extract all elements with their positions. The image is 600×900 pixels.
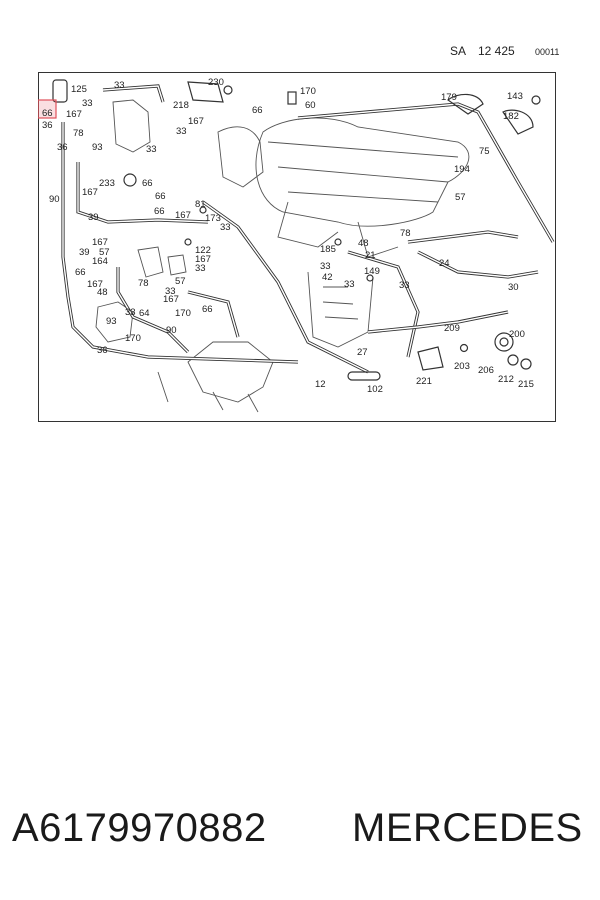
callout-label: 81 — [195, 199, 206, 210]
callout-label: 143 — [507, 91, 523, 102]
callout-label: 233 — [99, 178, 115, 189]
callout-label: 39 — [88, 212, 99, 223]
callout-label: 93 — [106, 316, 117, 327]
part-number: A6179970882 — [12, 806, 267, 850]
callout-label: 179 — [441, 92, 457, 103]
callout-label: 27 — [357, 347, 368, 358]
callout-label: 200 — [509, 329, 525, 340]
callout-label: 212 — [498, 374, 514, 385]
callout-label: 64 — [139, 308, 150, 319]
callout-label: 66 — [142, 178, 153, 189]
callout-label: 182 — [503, 111, 519, 122]
callout-label: 66 — [75, 267, 86, 278]
callout-label: 102 — [367, 384, 383, 395]
callout-label: 90 — [49, 194, 60, 205]
callout-label: 125 — [71, 84, 87, 95]
callout-labels: 125 33 230 170 60 179 143 182 66 33 218 … — [42, 77, 534, 395]
callout-label: 215 — [518, 379, 534, 390]
callout-label: 170 — [125, 333, 141, 344]
callout-label: 75 — [479, 146, 490, 157]
callout-label: 36 — [57, 142, 68, 153]
callout-label: 57 — [175, 276, 186, 287]
callout-label: 12 — [315, 379, 326, 390]
callout-label: 33 — [146, 144, 157, 155]
callout-label: 66 — [42, 108, 53, 119]
callout-label: 78 — [73, 128, 84, 139]
callout-label: 167 — [188, 116, 204, 127]
valve-part-200 — [494, 332, 514, 352]
brand-name: MERCEDES — [352, 806, 583, 850]
callout-label: 230 — [208, 77, 224, 88]
callout-label: 206 — [478, 365, 494, 376]
callout-label: 60 — [305, 100, 316, 111]
callout-label: 48 — [97, 287, 108, 298]
product-caption: A6179970882 MERCEDES — [0, 800, 600, 870]
callout-label: 203 — [454, 361, 470, 372]
callout-label: 66 — [202, 304, 213, 315]
callout-label: 218 — [173, 100, 189, 111]
callout-label: 149 — [364, 266, 380, 277]
callout-label: 194 — [454, 164, 470, 175]
callout-label: 90 — [166, 325, 177, 336]
callout-label: 33 — [82, 98, 93, 109]
callout-label: 33 — [320, 261, 331, 272]
callout-label: 167 — [82, 187, 98, 198]
callout-label: 66 — [155, 191, 166, 202]
callout-label: 33 — [195, 263, 206, 274]
small-parts — [52, 79, 541, 381]
callout-label: 33 — [399, 280, 410, 291]
callout-label: 78 — [400, 228, 411, 239]
callout-label: 36 — [97, 345, 108, 356]
callout-label: 33 — [125, 307, 136, 318]
callout-label: 173 — [205, 213, 221, 224]
callout-label: 66 — [252, 105, 263, 116]
callout-label: 185 — [320, 244, 336, 255]
callout-label: 93 — [92, 142, 103, 153]
callout-label: 209 — [444, 323, 460, 334]
callout-label: 78 — [138, 278, 149, 289]
callout-label: 170 — [175, 308, 191, 319]
callout-label: 24 — [439, 258, 450, 269]
callout-label: 167 — [195, 254, 211, 265]
sheet-number: 12 425 — [478, 44, 515, 58]
callout-label: 170 — [300, 86, 316, 97]
diagram-canvas: 125 33 230 170 60 179 143 182 66 33 218 … — [38, 72, 556, 422]
callout-label: 33 — [344, 279, 355, 290]
callout-label: 167 — [92, 237, 108, 248]
callout-label: 167 — [175, 210, 191, 221]
callout-label: 48 — [358, 238, 369, 249]
callout-label: 57 — [99, 247, 110, 258]
hose-part-102 — [347, 371, 381, 381]
callout-label: 33 — [165, 286, 176, 297]
callout-label: 221 — [416, 376, 432, 387]
engine-block-drawing — [95, 99, 470, 413]
highlighted-part-66 — [38, 99, 57, 119]
sheet-header: SA 12 425 00011 — [0, 0, 600, 70]
callout-label: 167 — [163, 294, 179, 305]
exploded-parts-diagram: 125 33 230 170 60 179 143 182 66 33 218 … — [38, 72, 556, 422]
callout-label: 167 — [66, 109, 82, 120]
callout-label: 21 — [365, 250, 376, 261]
sheet-sub-number: 00011 — [535, 47, 560, 57]
callout-label: 39 — [79, 247, 90, 258]
callout-label: 36 — [42, 120, 53, 131]
callout-label: 30 — [508, 282, 519, 293]
callout-label: 57 — [455, 192, 466, 203]
callout-label: 167 — [87, 279, 103, 290]
callout-label: 33 — [114, 80, 125, 91]
sheet-code: SA — [450, 44, 467, 58]
filter-part-125 — [52, 79, 68, 103]
callout-label: 66 — [154, 206, 165, 217]
callout-label: 122 — [195, 245, 211, 256]
callout-label: 42 — [322, 272, 333, 283]
vacuum-lines — [61, 84, 555, 374]
callout-label: 33 — [220, 222, 231, 233]
callout-label: 33 — [176, 126, 187, 137]
callout-label: 164 — [92, 256, 108, 267]
